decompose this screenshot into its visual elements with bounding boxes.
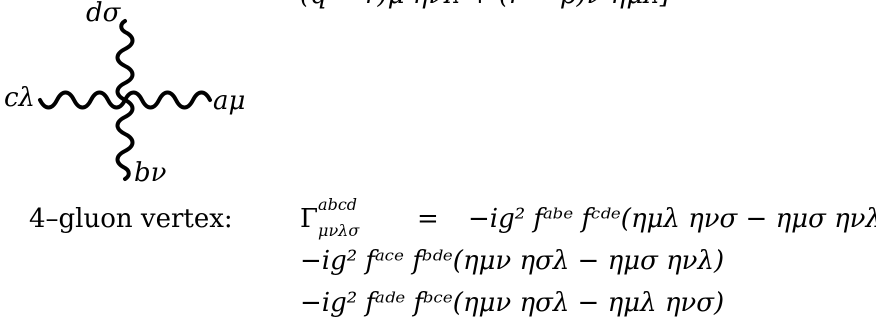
four-gluon-diagram	[38, 19, 212, 181]
label-bottom: bν	[134, 158, 167, 188]
equals-sign: =	[417, 204, 439, 234]
gamma-subscript: μνλσ	[318, 221, 360, 240]
vertex-line-3: −ig² fᵃᵈᵉ fᵇᶜᵉ(ημν ησλ − ημλ ηνσ)	[300, 288, 725, 318]
label-top: dσ	[86, 0, 121, 28]
gluon-line-left	[38, 90, 127, 110]
vertex-label: 4–gluon vertex:	[29, 204, 233, 234]
label-left: cλ	[4, 83, 36, 113]
label-right: aμ	[213, 86, 246, 116]
gluon-line-top	[115, 19, 135, 102]
vertex-line-2: −ig² fᵃᶜᵉ fᵇᵈᵉ(ημν ησλ − ημσ ηνλ)	[300, 246, 725, 276]
gamma-symbol: Γ	[300, 204, 319, 234]
gluon-line-right	[123, 90, 212, 110]
gamma-indices: abcd μνλσ	[318, 195, 410, 240]
gamma-superscript: abcd	[318, 195, 358, 214]
top-equation: (q − r)μ ηνλ + (r − p)ν ημλ]	[300, 0, 670, 10]
vertex-line-1: −ig² fᵃᵇᵉ fᶜᵈᵉ(ημλ ηνσ − ημσ ηνλ)	[468, 204, 876, 234]
gluon-line-bottom	[115, 98, 135, 181]
